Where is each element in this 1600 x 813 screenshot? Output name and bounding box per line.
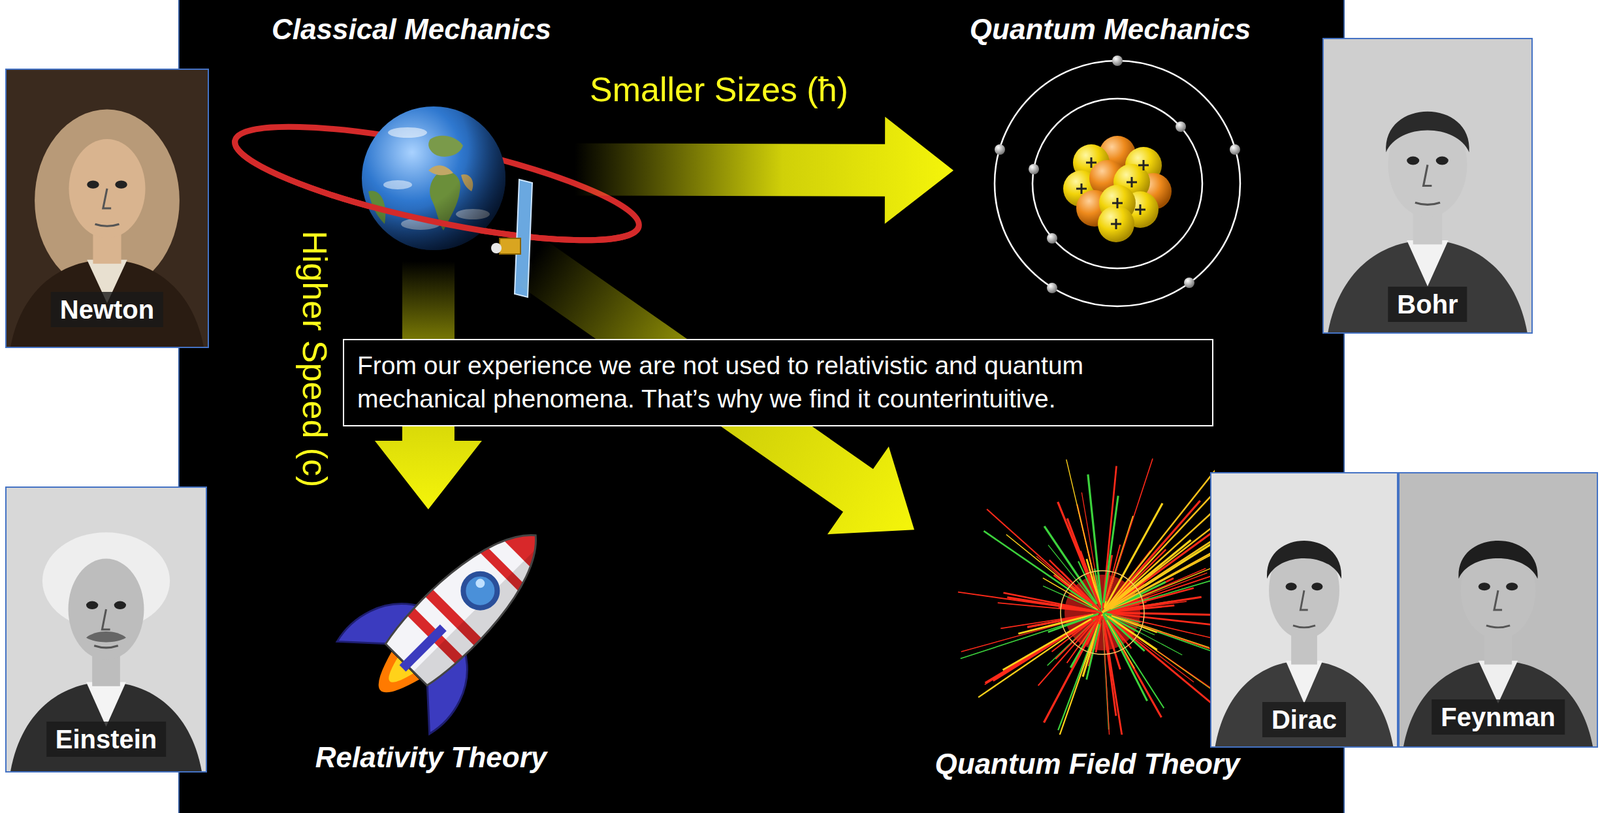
portrait-box: Newton <box>5 68 209 349</box>
topic-title: Quantum Mechanics <box>969 13 1251 47</box>
arrow-label: Smaller Sizes (ħ) <box>589 70 849 110</box>
name-label: Bohr <box>1387 286 1467 322</box>
portrait-box: Feynman <box>1398 472 1599 748</box>
topic-region: Quantum Mechanics <box>953 13 1267 314</box>
fat-arrow <box>574 116 954 224</box>
topic-region: Quantum Field Theory <box>914 470 1261 784</box>
rocket <box>332 483 588 739</box>
particle-collision <box>958 458 1215 735</box>
atom <box>994 55 1241 307</box>
topic-title: Quantum Field Theory <box>935 747 1241 782</box>
name-label: Newton <box>50 291 164 328</box>
portrait-box: Einstein <box>5 486 208 773</box>
name-label: Feynman <box>1431 699 1565 735</box>
note-text: From our experience we are not used to r… <box>357 349 1200 416</box>
nucleus <box>1063 135 1172 243</box>
topic-region: Relativity Theory <box>293 509 569 778</box>
topic-title: Classical Mechanics <box>271 13 552 47</box>
portrait-box: Dirac <box>1210 472 1399 748</box>
note-box: From our experience we are not used to r… <box>342 338 1214 427</box>
portrait-box: Bohr <box>1322 37 1533 334</box>
name-label: Einstein <box>46 721 167 757</box>
arrow-label: Higher Speed (c) <box>295 230 335 488</box>
name-label: Dirac <box>1262 702 1346 738</box>
topic-title: Relativity Theory <box>315 741 548 775</box>
topic-region: Classical Mechanics <box>248 13 575 262</box>
